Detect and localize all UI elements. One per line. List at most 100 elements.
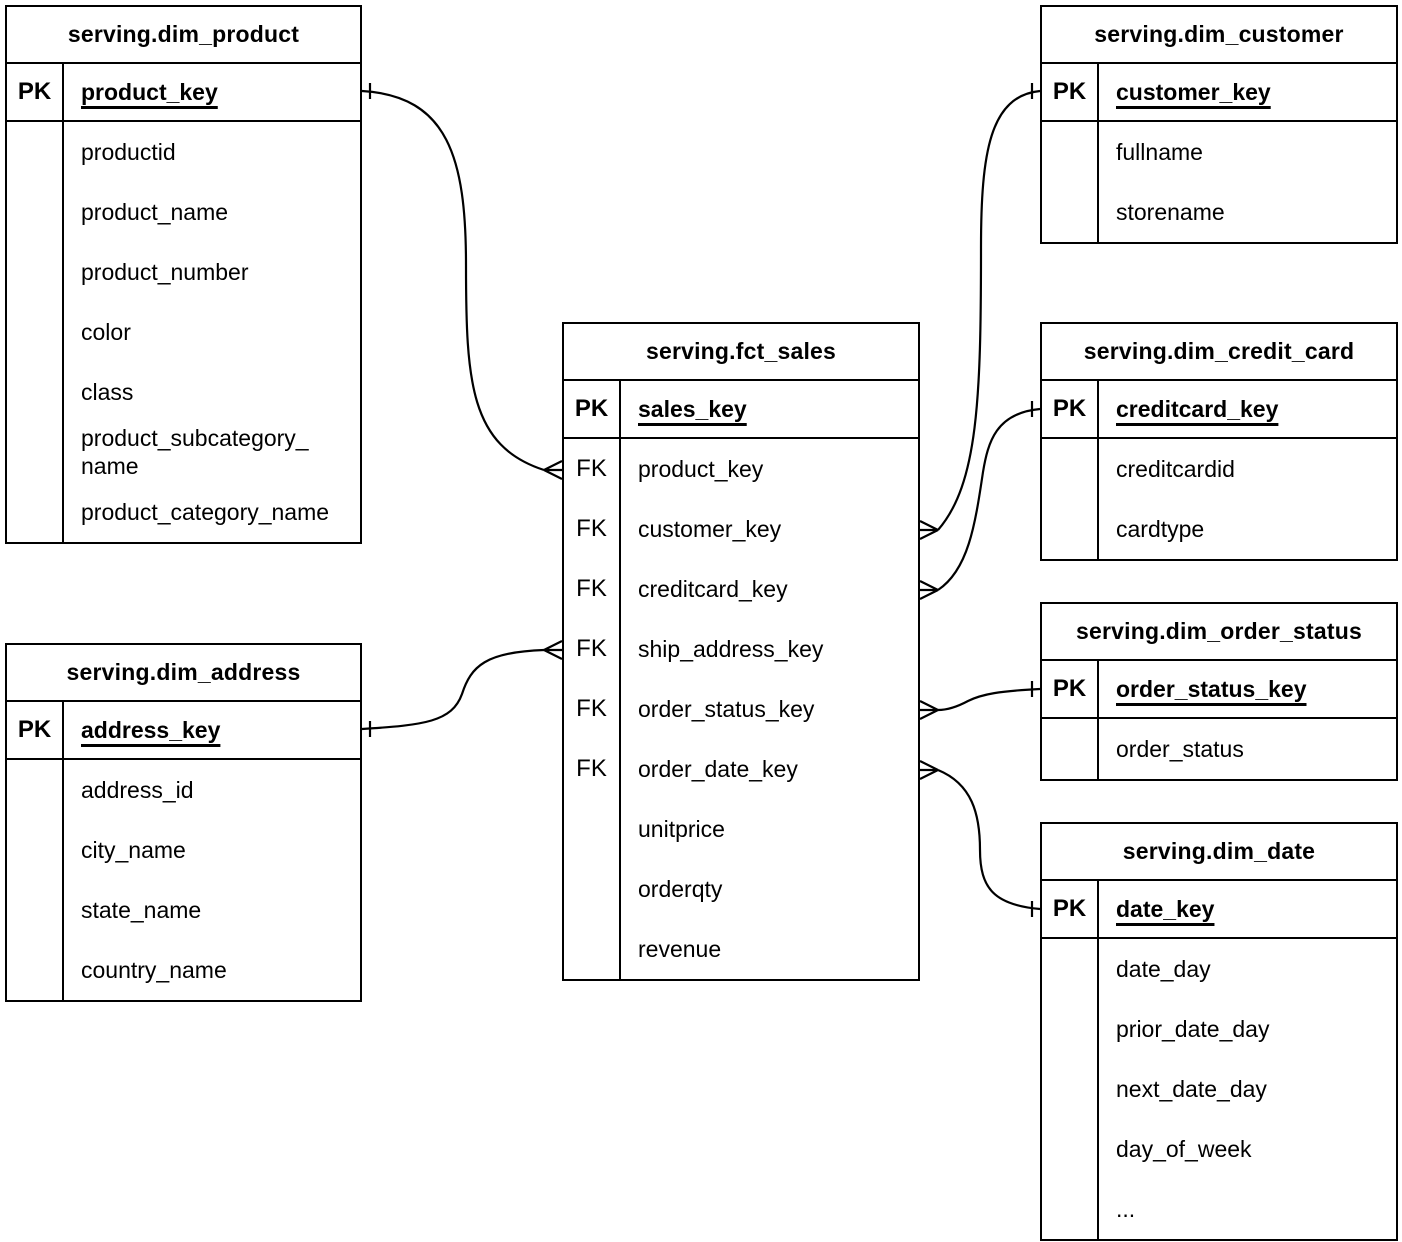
relationship-line [937, 89, 1041, 531]
key-badge [7, 422, 64, 482]
fk-badge: FK [564, 679, 621, 739]
field-name: order_status_key [638, 696, 815, 722]
relationship-product [361, 83, 563, 480]
entity-dim-customer: serving.dim_customer PK customer_key ful… [1040, 5, 1398, 244]
pk-field-cell: product_key [64, 64, 360, 120]
key-badge [7, 302, 64, 362]
many-crowfoot-icon [543, 640, 563, 660]
pk-field-cell: order_status_key [1099, 661, 1396, 717]
pk-field-cell: creditcard_key [1099, 381, 1396, 437]
many-crowfoot-icon [543, 460, 563, 480]
pk-badge: PK [564, 381, 621, 437]
field-row: country_name [7, 940, 360, 1000]
pk-field-cell: address_key [64, 702, 360, 758]
many-crowfoot-icon [919, 700, 939, 720]
relationship-line [361, 89, 545, 472]
pk-row: PK address_key [7, 702, 360, 760]
pk-badge: PK [1042, 381, 1099, 437]
key-badge [1042, 719, 1099, 779]
pk-row: PK creditcard_key [1042, 381, 1396, 439]
field-name: color [81, 319, 131, 345]
key-badge [7, 122, 64, 182]
field-row: state_name [7, 880, 360, 940]
fk-badge: FK [564, 439, 621, 499]
key-badge [564, 859, 621, 919]
field-row: FK ship_address_key [564, 619, 918, 679]
field-row: product_name [7, 182, 360, 242]
relationship-customer [919, 83, 1041, 540]
field-row: order_status [1042, 719, 1396, 779]
field-row: address_id [7, 760, 360, 820]
pk-field-cell: sales_key [621, 381, 918, 437]
entity-fct-sales: serving.fct_sales PK sales_key FK product… [562, 322, 920, 981]
field-name: product_category_name [81, 499, 330, 525]
fk-badge: FK [564, 739, 621, 799]
field-name: unitprice [638, 816, 725, 842]
pk-badge: PK [1042, 881, 1099, 937]
field-name: address_id [81, 777, 194, 803]
entity-dim-credit-card: serving.dim_credit_card PK creditcard_ke… [1040, 322, 1398, 561]
pk-field-name: creditcard_key [1116, 396, 1279, 422]
field-name: prior_date_day [1116, 1016, 1270, 1042]
entity-title: serving.dim_credit_card [1042, 324, 1396, 381]
pk-badge: PK [1042, 661, 1099, 717]
field-name: customer_key [638, 516, 782, 542]
field-name: city_name [81, 837, 186, 863]
pk-field-name: address_key [81, 717, 221, 743]
key-badge [1042, 122, 1099, 182]
field-name: next_date_day [1116, 1076, 1267, 1102]
entity-title: serving.fct_sales [564, 324, 918, 381]
field-name: orderqty [638, 876, 723, 902]
pk-field-name: order_status_key [1116, 676, 1307, 702]
key-badge [7, 940, 64, 1000]
fk-badge: FK [564, 619, 621, 679]
relationship-address [361, 640, 563, 737]
field-row: class [7, 362, 360, 422]
field-name: ... [1116, 1196, 1136, 1222]
pk-row: PK order_status_key [1042, 661, 1396, 719]
many-crowfoot-icon [919, 580, 939, 600]
key-badge [7, 880, 64, 940]
field-row: city_name [7, 820, 360, 880]
entity-dim-date: serving.dim_date PK date_key date_day pr… [1040, 822, 1398, 1241]
field-row: date_day [1042, 939, 1396, 999]
field-name: creditcard_key [638, 576, 788, 602]
key-badge [7, 182, 64, 242]
key-badge [7, 820, 64, 880]
pk-badge: PK [1042, 64, 1099, 120]
key-badge [7, 482, 64, 542]
field-name: creditcardid [1116, 456, 1235, 482]
pk-field-cell: date_key [1099, 881, 1396, 937]
field-row: FK creditcard_key [564, 559, 918, 619]
field-row: color [7, 302, 360, 362]
field-name: day_of_week [1116, 1136, 1252, 1162]
pk-row: PK product_key [7, 64, 360, 122]
field-name: productid [81, 139, 176, 165]
field-name: ship_address_key [638, 636, 824, 662]
field-row: orderqty [564, 859, 918, 919]
field-name: country_name [81, 957, 227, 983]
key-badge [1042, 182, 1099, 242]
entity-dim-order-status: serving.dim_order_status PK order_status… [1040, 602, 1398, 781]
fk-badge: FK [564, 499, 621, 559]
fk-badge: FK [564, 559, 621, 619]
field-name: product_name [81, 199, 229, 225]
field-name: class [81, 379, 134, 405]
entity-title: serving.dim_address [7, 645, 360, 702]
field-name: product_key [638, 456, 764, 482]
key-badge [7, 760, 64, 820]
relationship-line [937, 407, 1041, 591]
key-badge [1042, 1179, 1099, 1239]
relationship-date [919, 760, 1041, 917]
field-row: storename [1042, 182, 1396, 242]
key-badge [1042, 499, 1099, 559]
entity-title: serving.dim_date [1042, 824, 1396, 881]
pk-row: PK sales_key [564, 381, 918, 439]
field-name: order_status [1116, 736, 1244, 762]
field-row: next_date_day [1042, 1059, 1396, 1119]
relationship-line [937, 768, 1041, 911]
pk-field-name: date_key [1116, 896, 1215, 922]
field-row: fullname [1042, 122, 1396, 182]
field-name: fullname [1116, 139, 1203, 165]
